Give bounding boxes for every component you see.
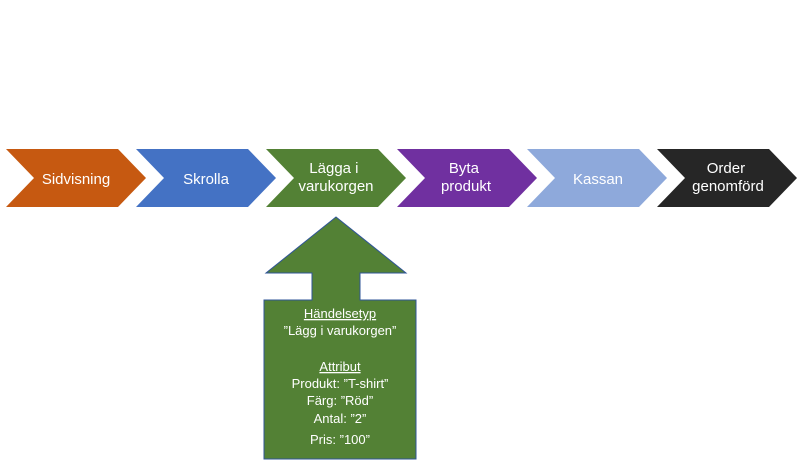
attribute-quantity: Antal: ”2” xyxy=(314,411,367,426)
step-label: Kassan xyxy=(573,171,623,188)
step-label: Lägga i varukorgen xyxy=(298,160,373,195)
step-kassan: Kassan xyxy=(527,149,667,207)
step-byta-produkt: Byta produkt xyxy=(397,149,537,207)
event-type-heading: Händelsetyp xyxy=(304,306,376,321)
attribute-product: Produkt: ”T-shirt” xyxy=(292,376,389,391)
attribute-price: Pris: ”100” xyxy=(310,432,370,447)
step-shape xyxy=(657,149,797,207)
step-label-line-2: produkt xyxy=(441,178,492,195)
step-label: Sidvisning xyxy=(42,171,110,188)
event-type-value: ”Lägg i varukorgen” xyxy=(284,323,397,338)
step-label-line-1: Skrolla xyxy=(183,171,230,188)
step-label-line-1: Lägga i xyxy=(309,160,358,177)
step-shape xyxy=(397,149,537,207)
step-lagga-i-varukorgen: Lägga i varukorgen xyxy=(266,149,406,207)
step-label: Skrolla xyxy=(183,171,230,188)
attributes-heading: Attribut xyxy=(319,359,361,374)
step-shape xyxy=(6,149,146,207)
attribute-color: Färg: ”Röd” xyxy=(307,393,373,408)
up-arrow-callout-shape xyxy=(263,216,417,460)
event-callout: Händelsetyp ”Lägg i varukorgen” Attribut… xyxy=(263,216,417,460)
step-label-line-2: varukorgen xyxy=(298,178,373,195)
process-steps: Sidvisning Skrolla Lägga i varukorgen By… xyxy=(6,149,797,207)
step-label-line-1: Byta xyxy=(449,160,480,177)
step-skrolla: Skrolla xyxy=(136,149,276,207)
step-order-genomford: Order genomförd xyxy=(657,149,797,207)
step-shape xyxy=(527,149,667,207)
step-label: Byta produkt xyxy=(441,160,492,195)
step-shape xyxy=(136,149,276,207)
step-shape xyxy=(266,149,406,207)
step-label-line-2: genomförd xyxy=(692,178,764,195)
step-label-line-1: Sidvisning xyxy=(42,171,110,188)
step-label-line-1: Kassan xyxy=(573,171,623,188)
step-label: Order genomförd xyxy=(692,160,764,195)
step-label-line-1: Order xyxy=(707,160,745,177)
step-sidvisning: Sidvisning xyxy=(6,149,146,207)
